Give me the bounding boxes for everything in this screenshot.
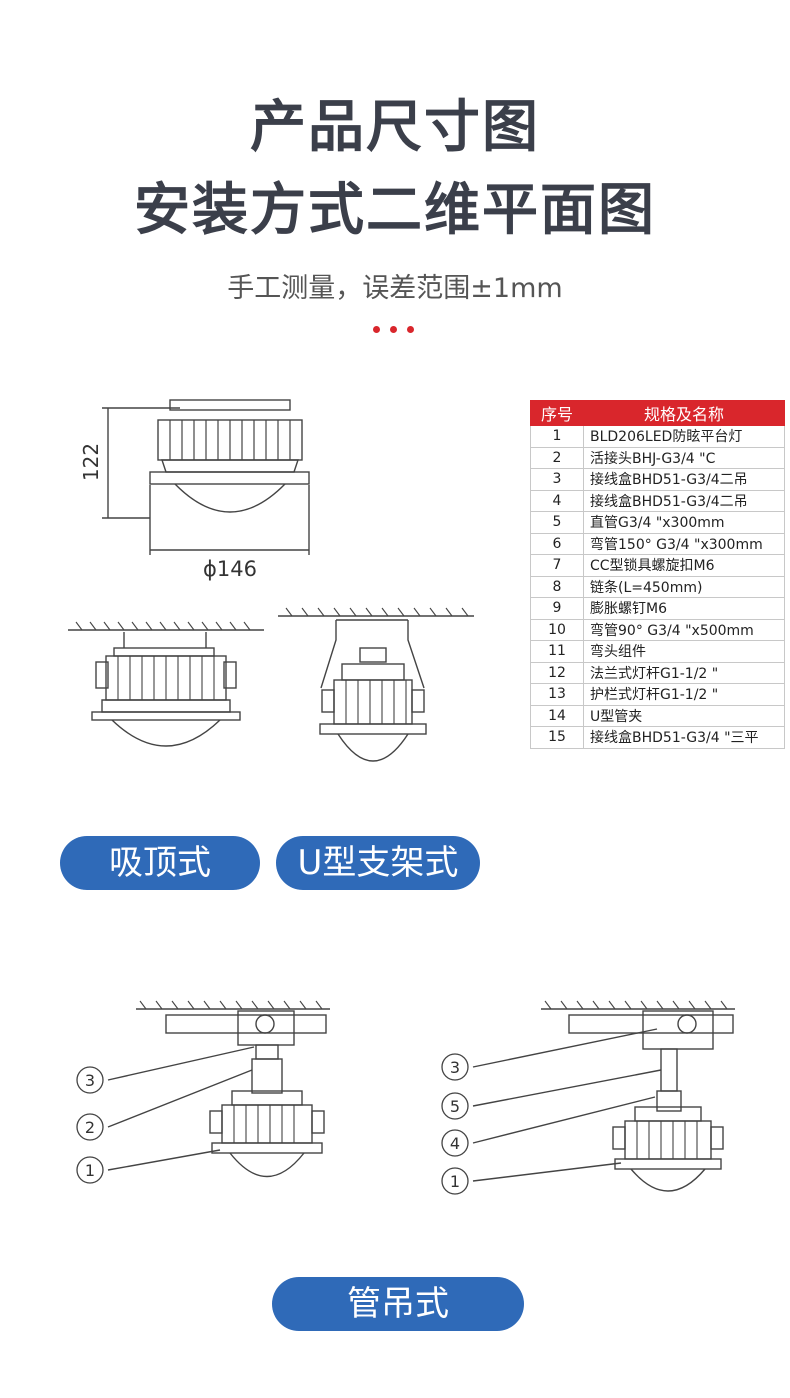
column-header-no: 序号: [530, 400, 584, 426]
pendant-drawing-right: 3 5 4 1: [441, 1000, 735, 1195]
measurement-note: 手工测量，误差范围±1mm: [227, 273, 563, 304]
row-number: 3: [530, 468, 584, 491]
row-number: 15: [530, 726, 584, 749]
ceiling-mount-drawing: [68, 621, 264, 747]
pendant-drawing-left: 3 2 1: [76, 1000, 330, 1184]
callout-circle-icon: [76, 1066, 104, 1094]
page-subtitle-heading: 安装方式二维平面图: [134, 178, 656, 243]
decorative-dots: [370, 326, 420, 336]
row-name: 弯管90° G3/4 "x500mm: [583, 618, 785, 641]
row-number: 9: [530, 597, 584, 620]
callout-circle-icon: [76, 1113, 104, 1141]
row-number: 4: [530, 489, 584, 512]
row-name: 法兰式灯杆G1-1/2 ": [583, 661, 785, 684]
row-number: 5: [530, 511, 584, 534]
row-name: 膨胀螺钉M6: [583, 597, 785, 620]
row-number: 14: [530, 704, 584, 727]
row-name: U型管夹: [583, 704, 785, 727]
callout-number: 3: [450, 1058, 460, 1077]
callout-number: 3: [85, 1071, 95, 1090]
row-number: 8: [530, 575, 584, 598]
row-number: 2: [530, 446, 584, 469]
row-number: 7: [530, 554, 584, 577]
row-name: CC型锁具螺旋扣M6: [583, 554, 785, 577]
dimension-drawing: 122 ϕ146: [79, 399, 310, 581]
page-title: 产品尺寸图: [250, 95, 540, 160]
callout-number: 5: [450, 1097, 460, 1116]
row-number: 12: [530, 661, 584, 684]
width-dimension-label: ϕ146: [203, 557, 257, 581]
u-bracket-mount-label: U型支架式: [276, 836, 480, 890]
row-name: 接线盒BHD51-G3/4二吊: [583, 489, 785, 512]
row-name: 接线盒BHD51-G3/4二吊: [583, 468, 785, 491]
callout-circle-icon: [441, 1092, 469, 1120]
row-number: 6: [530, 532, 584, 555]
row-number: 1: [530, 425, 584, 448]
row-name: 直管G3/4 "x300mm: [583, 511, 785, 534]
row-name: 活接头BHJ-G3/4 "C: [583, 446, 785, 469]
callout-circle-icon: [441, 1167, 469, 1195]
callout-number: 1: [450, 1172, 460, 1191]
callout-circle-icon: [441, 1129, 469, 1157]
row-name: 接线盒BHD51-G3/4 "三平: [583, 726, 785, 749]
ceiling-mount-label: 吸顶式: [60, 836, 260, 890]
column-header-name: 规格及名称: [583, 400, 785, 426]
callout-circle-icon: [441, 1053, 469, 1081]
row-number: 11: [530, 640, 584, 663]
row-name: 链条(L=450mm): [583, 575, 785, 598]
callout-circle-icon: [76, 1156, 104, 1184]
callout-number: 1: [85, 1161, 95, 1180]
dot-icon: [407, 326, 414, 333]
height-dimension-label: 122: [79, 443, 103, 481]
pendant-mount-label: 管吊式: [272, 1277, 524, 1331]
dot-icon: [373, 326, 380, 333]
row-number: 13: [530, 683, 584, 706]
row-number: 10: [530, 618, 584, 641]
table-header-row: 序号 规格及名称: [530, 400, 785, 426]
dot-icon: [390, 326, 397, 333]
callout-number: 2: [85, 1118, 95, 1137]
row-name: BLD206LED防眩平台灯: [583, 425, 785, 448]
u-bracket-drawing: [278, 607, 474, 762]
row-name: 弯头组件: [583, 640, 785, 663]
row-name: 弯管150° G3/4 "x300mm: [583, 532, 785, 555]
callout-number: 4: [450, 1134, 460, 1153]
row-name: 护栏式灯杆G1-1/2 ": [583, 683, 785, 706]
